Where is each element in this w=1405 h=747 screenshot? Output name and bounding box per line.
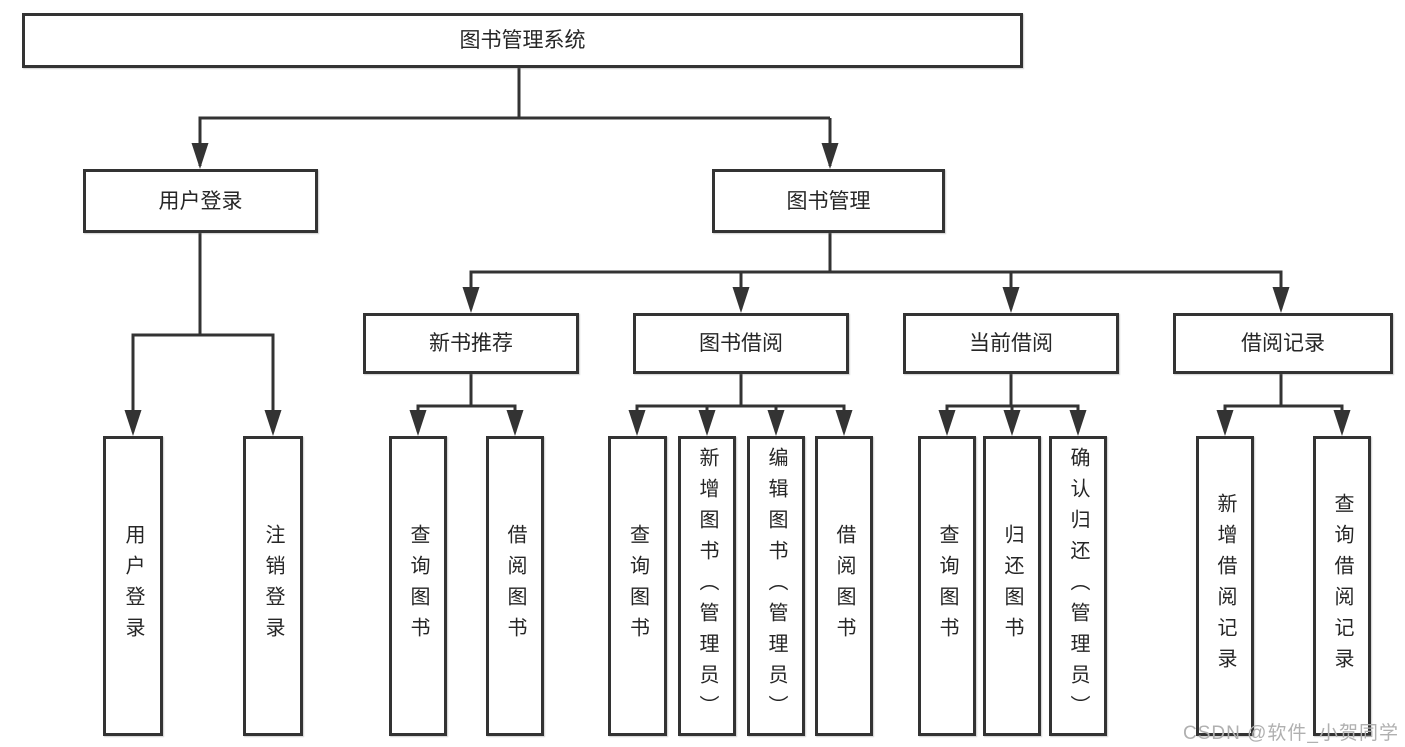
leaf-edit-books-admin: 编辑图书（管理员） [747,436,805,736]
node-label: 用户登录 [122,524,144,648]
leaf-logout: 注销登录 [243,436,303,736]
arrow-down-icon [1216,410,1234,436]
node-label: 注销登录 [262,524,284,648]
arrow-down-icon [506,410,524,436]
node-label: 编辑图书（管理员） [765,446,787,726]
node-root-system: 图书管理系统 [22,13,1023,68]
leaf-query-borrow-record: 查询借阅记录 [1313,436,1371,736]
arrow-down-icon [1333,410,1351,436]
arrow-down-icon [821,143,839,169]
arrowheads [124,143,1351,436]
arrow-down-icon [835,410,853,436]
node-label: 查询借阅记录 [1331,493,1353,679]
node-book-borrow: 图书借阅 [633,313,849,374]
arrow-down-icon [462,287,480,313]
tree-edges [131,68,1344,432]
node-label: 新增借阅记录 [1214,493,1236,679]
node-user-login: 用户登录 [83,169,318,233]
node-label: 借阅记录 [1241,332,1325,355]
node-label: 图书管理 [786,189,871,213]
leaf-return-books: 归还图书 [983,436,1041,736]
node-borrow-records: 借阅记录 [1173,313,1393,374]
node-label: 图书借阅 [699,332,783,355]
arrow-down-icon [767,410,785,436]
node-label: 归还图书 [1001,524,1023,648]
leaf-query-books-3: 查询图书 [918,436,976,736]
arrow-down-icon [732,287,750,313]
node-label: 借阅图书 [833,524,855,648]
leaf-borrow-books-1: 借阅图书 [486,436,544,736]
leaf-add-books-admin: 新增图书（管理员） [678,436,736,736]
leaf-query-books-1: 查询图书 [389,436,447,736]
node-label: 新增图书（管理员） [696,446,718,726]
arrow-down-icon [264,410,282,436]
node-label: 新书推荐 [429,332,513,355]
csdn-watermark: CSDN @软件_小贺同学 [1183,723,1399,744]
node-label: 当前借阅 [969,332,1053,355]
node-label: 查询图书 [936,524,958,648]
arrow-down-icon [191,143,209,169]
arrow-down-icon [938,410,956,436]
node-book-management: 图书管理 [712,169,945,233]
node-label: 确认归还（管理员） [1067,446,1089,726]
node-label: 查询图书 [626,524,649,648]
arrow-down-icon [1003,410,1021,436]
node-current-borrow: 当前借阅 [903,313,1119,374]
arrow-down-icon [1272,287,1290,313]
node-new-book-recommend: 新书推荐 [363,313,579,374]
node-label: 查询图书 [407,524,429,648]
node-label: 图书管理系统 [459,29,586,52]
arrow-down-icon [1002,287,1020,313]
leaf-query-books-2: 查询图书 [608,436,667,736]
leaf-confirm-return-admin: 确认归还（管理员） [1049,436,1107,736]
arrow-down-icon [1069,410,1087,436]
arrow-down-icon [698,410,716,436]
leaf-user-login: 用户登录 [103,436,163,736]
node-label: 用户登录 [158,189,243,213]
arrow-down-icon [628,410,646,436]
leaf-borrow-books-2: 借阅图书 [815,436,873,736]
arrow-down-icon [409,410,427,436]
arrow-down-icon [124,410,142,436]
leaf-add-borrow-record: 新增借阅记录 [1196,436,1254,736]
node-label: 借阅图书 [504,524,526,648]
